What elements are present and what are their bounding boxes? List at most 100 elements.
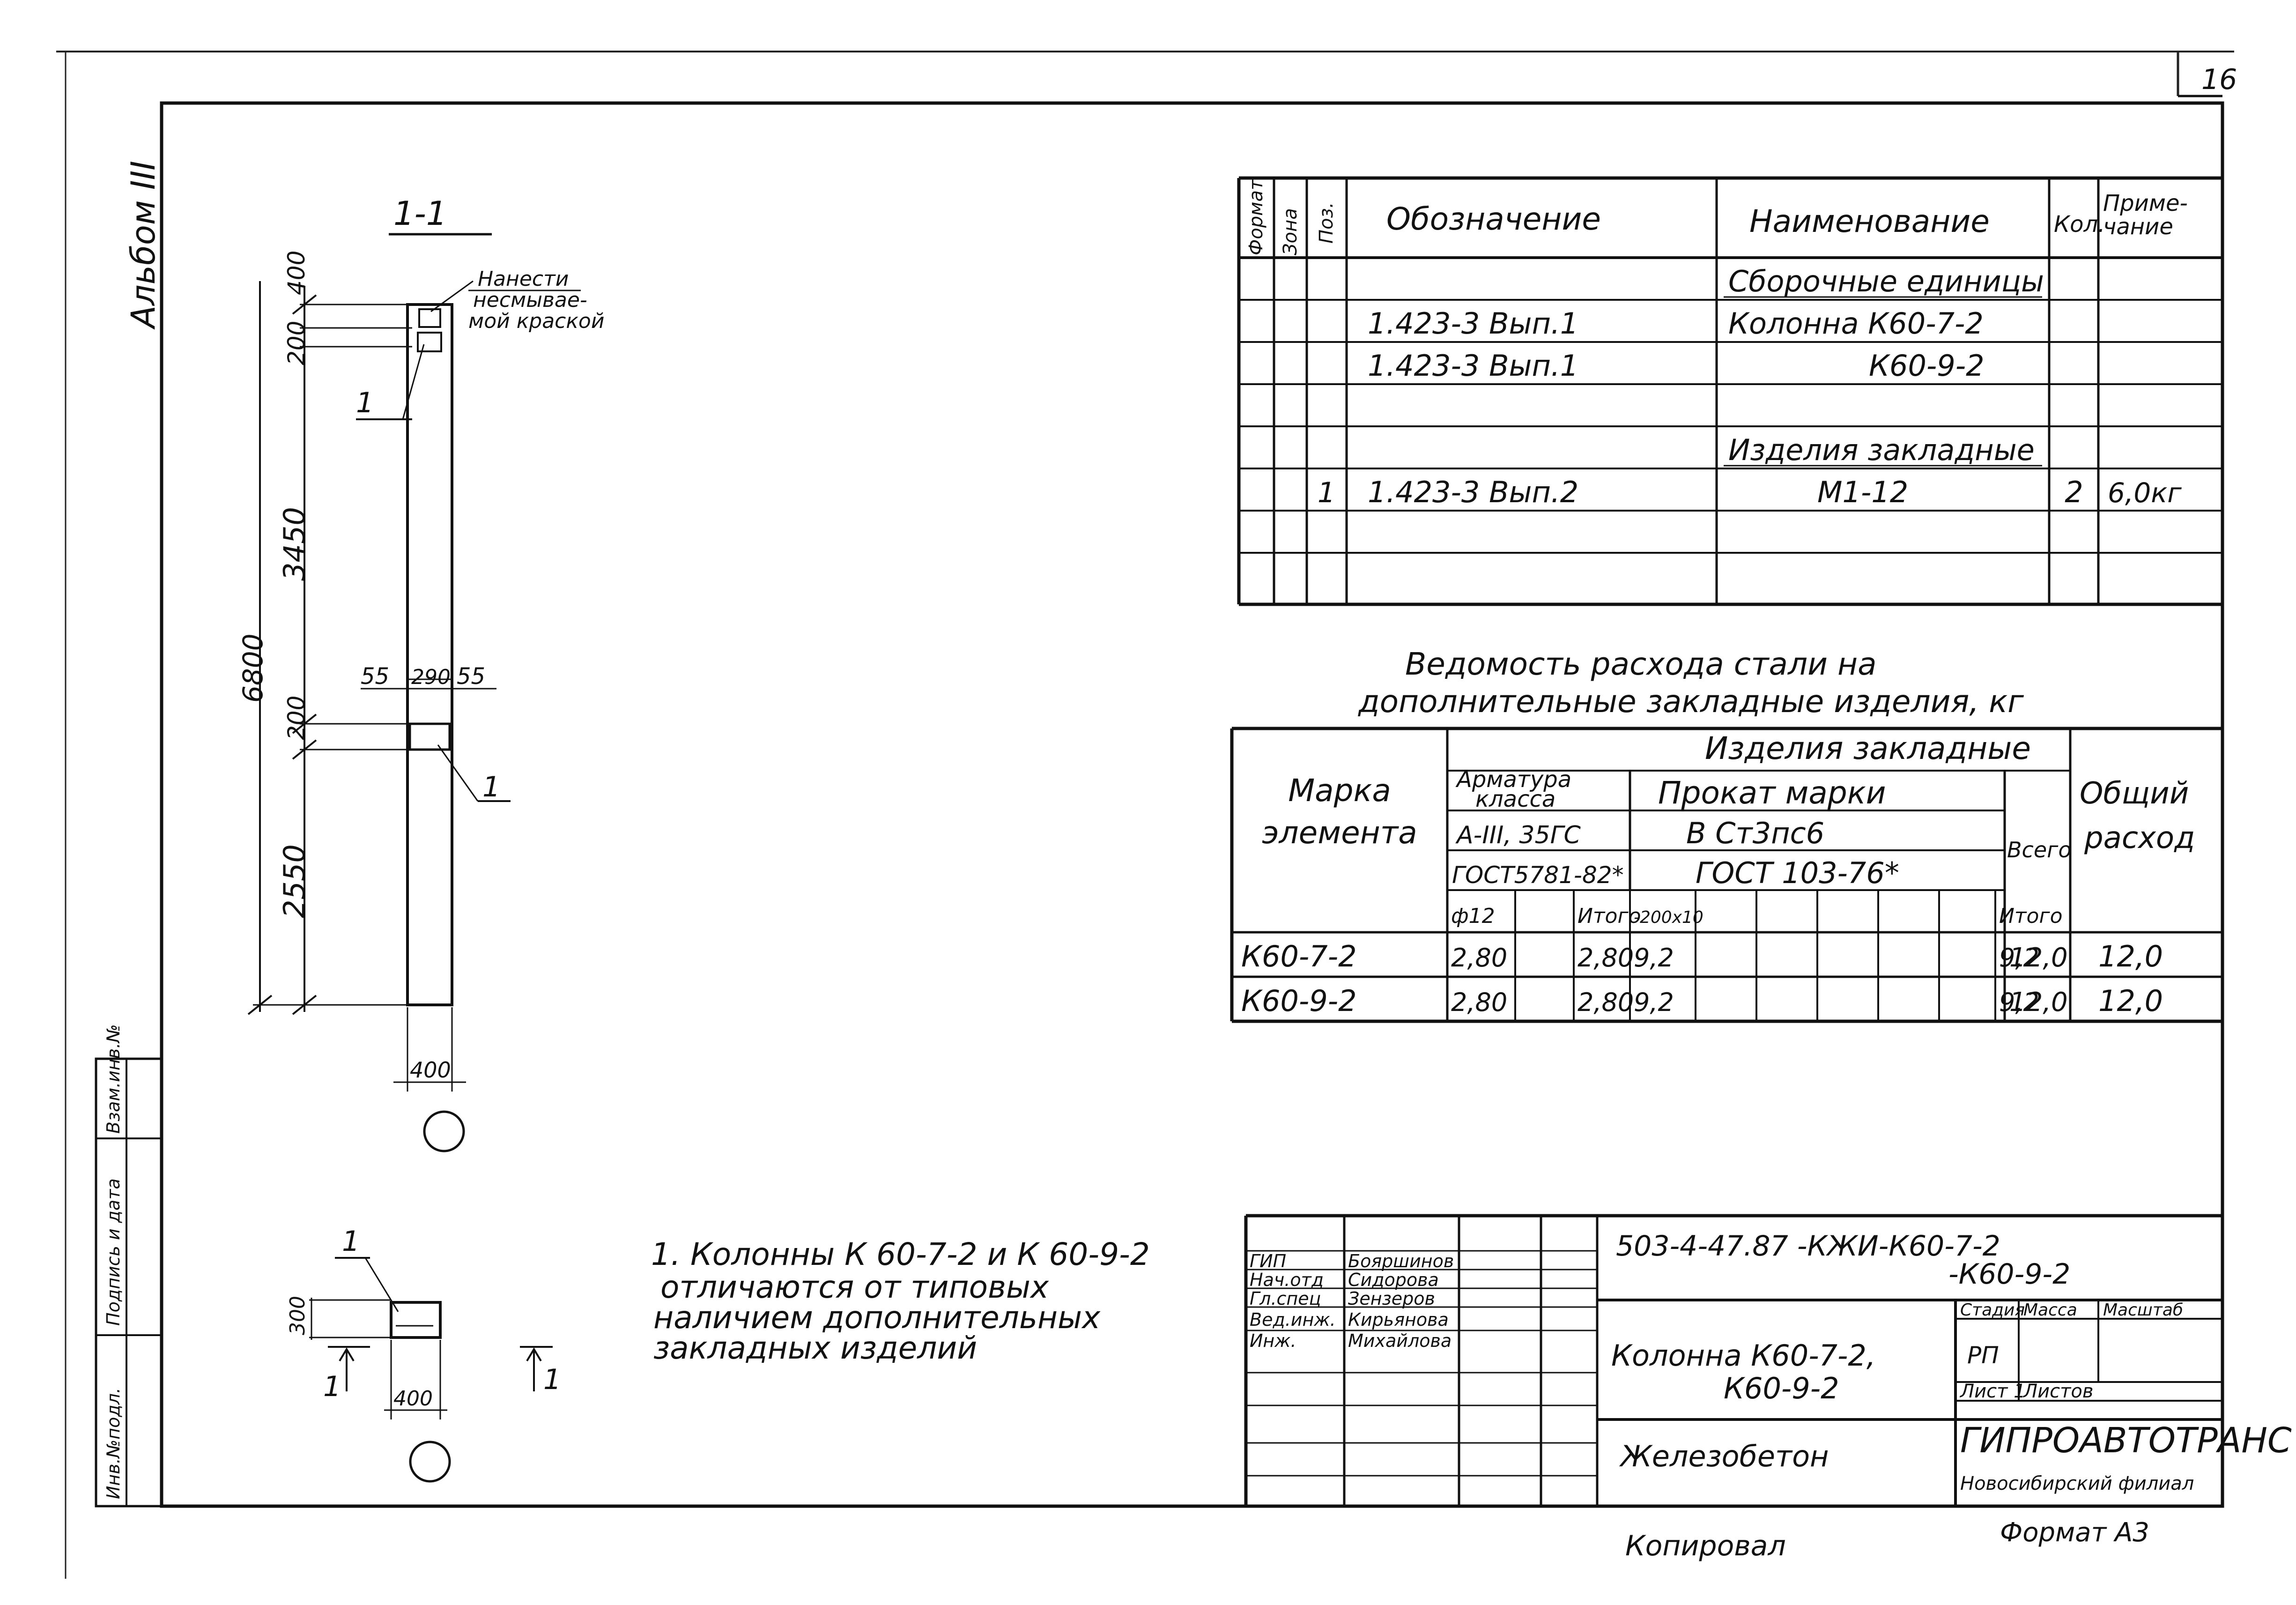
document-code: 503-4-47.87 -КЖИ-К60-7-2: [1616, 1230, 2000, 1263]
svg-text:400: 400: [393, 1387, 433, 1411]
steel-total: 12,0: [2009, 987, 2068, 1018]
pos-label: 1: [482, 771, 500, 803]
pos-label: 1: [356, 386, 374, 419]
svg-text:55: 55: [457, 663, 485, 690]
copied-label: Копировал: [1625, 1530, 1786, 1562]
steel-cell: 9,2: [1999, 988, 2039, 1017]
header-rebar: Арматура: [1455, 766, 1571, 793]
role-name: Сидорова: [1348, 1270, 1439, 1290]
header-rolled-gost: ГОСТ 103-76*: [1696, 856, 1899, 890]
steel-overall: 12,0: [2098, 984, 2163, 1018]
note-line: закладных изделий: [653, 1330, 977, 1366]
header-qty: Кол.: [2054, 211, 2105, 238]
spec-note: 6,0кг: [2108, 477, 2182, 509]
note-line: отличаются от типовых: [660, 1269, 1049, 1305]
organization-branch: Новосибирский филиал: [1960, 1473, 2194, 1494]
header-total: Всего: [2007, 837, 2071, 862]
note-line: 1. Колонны К 60-7-2 и К 60-9-2: [651, 1236, 1150, 1272]
header-pos: Поз.: [1316, 202, 1337, 244]
steel-cell: 9,2: [1634, 943, 1674, 973]
header-note: Приме-: [2103, 190, 2188, 216]
steel-cell: 2,80: [1578, 988, 1634, 1017]
header-overall: расход: [2084, 821, 2195, 855]
stage-header: Стадия: [1960, 1300, 2025, 1320]
steel-mark: К60-9-2: [1241, 984, 1357, 1018]
header-note: чание: [2103, 214, 2173, 240]
section-title: 1-1: [393, 194, 447, 233]
role-label: Инж.: [1250, 1330, 1296, 1351]
header-rebar-gost: ГОСТ5781-82*: [1452, 862, 1624, 889]
header-zone: Зона: [1280, 208, 1301, 255]
svg-text:400: 400: [283, 251, 310, 295]
svg-text:3450: 3450: [277, 507, 311, 581]
svg-text:Инв.№подл.: Инв.№подл.: [103, 1388, 124, 1499]
column-elevation: [406, 303, 453, 1006]
spec-designation: 1.423-3 Вып.2: [1368, 475, 1578, 509]
header-mark: Марка: [1288, 773, 1391, 809]
steel-overall: 12,0: [2098, 939, 2163, 973]
svg-text:200: 200: [283, 696, 310, 740]
note-line: Нанести: [478, 267, 569, 291]
spec-designation: 1.423-3 Вып.1: [1368, 349, 1578, 383]
svg-text:300: 300: [286, 1296, 310, 1335]
header-items: Изделия закладные: [1705, 730, 2031, 766]
format-label: Формат А3: [2000, 1517, 2149, 1548]
svg-text:400: 400: [410, 1057, 451, 1083]
spec-name: К60-9-2: [1869, 349, 1985, 383]
dim-total: 6800: [237, 633, 269, 703]
note-line: несмывае-: [473, 288, 587, 312]
spec-name: Сборочные единицы: [1728, 264, 2044, 298]
role-label: ГИП: [1250, 1251, 1286, 1271]
svg-text:1: 1: [543, 1363, 561, 1396]
steel-cell: 9,2: [1999, 943, 2039, 973]
spec-pos: 1: [1318, 476, 1335, 509]
subheader-cell: ф12: [1451, 904, 1495, 928]
note-line: мой краской: [468, 309, 604, 333]
svg-text:200: 200: [283, 321, 310, 365]
mass-header: Масса: [2023, 1300, 2077, 1320]
spec-name: М1-12: [1817, 475, 1908, 509]
subheader-cell: Итого: [1578, 904, 1641, 928]
svg-text:55: 55: [361, 663, 389, 690]
role-label: Вед.инж.: [1250, 1309, 1336, 1330]
header-name: Наименование: [1749, 203, 1990, 239]
svg-text:290: 290: [411, 665, 451, 689]
plan-view: 1 300 400 1 1: [286, 1225, 561, 1483]
header-rebar-grade: А-III, 35ГС: [1455, 821, 1581, 849]
role-label: Нач.отд: [1250, 1270, 1324, 1290]
notes: 1. Колонны К 60-7-2 и К 60-9-2 отличаютс…: [651, 1236, 1150, 1366]
side-stamp: Инв.№подл. Подпись и дата Взам.инв.№: [95, 1024, 163, 1508]
section-1-1: 1-1 Нанести несмывае- мой краской 1 1: [237, 194, 604, 1152]
svg-text:Взам.инв.№: Взам.инв.№: [103, 1024, 124, 1134]
steel-mark: К60-7-2: [1241, 939, 1357, 973]
header-rebar: класса: [1475, 786, 1555, 812]
material: Железобетон: [1619, 1439, 1829, 1473]
page-number: 16: [2201, 63, 2237, 96]
steel-title-line: Ведомость расхода стали на: [1405, 646, 1877, 682]
subheader-cell: Итого: [1999, 904, 2063, 928]
document-code: -К60-9-2: [1948, 1258, 2070, 1291]
role-name: Михайлова: [1348, 1330, 1452, 1351]
svg-text:2550: 2550: [277, 844, 311, 918]
svg-text:1: 1: [323, 1370, 341, 1403]
sheet-header: Лист 1: [1959, 1381, 2026, 1402]
object-name: Колонна К60-7-2,: [1611, 1338, 1876, 1373]
spec-name: Изделия закладные: [1728, 433, 2035, 467]
spec-designation: 1.423-3 Вып.1: [1368, 306, 1578, 341]
role-name: Бояршинов: [1348, 1251, 1454, 1271]
header-rolled-grade: В Ст3пс6: [1686, 816, 1824, 850]
steel-total: 12,0: [2009, 943, 2068, 973]
subheader-cell: -200х10: [1634, 908, 1703, 927]
steel-cell: 2,80: [1578, 943, 1634, 973]
svg-text:Подпись и дата: Подпись и дата: [103, 1178, 124, 1326]
steel-title-line: дополнительные закладные изделия, кг: [1358, 684, 2024, 720]
svg-text:1: 1: [342, 1225, 360, 1258]
stage-value: РП: [1967, 1342, 1999, 1369]
steel-cell: 9,2: [1634, 988, 1674, 1017]
object-name: К60-9-2: [1724, 1371, 1839, 1405]
spec-name: Колонна К60-7-2: [1728, 306, 1984, 341]
spec-qty: 2: [2065, 475, 2083, 509]
scale-header: Масштаб: [2103, 1300, 2183, 1320]
